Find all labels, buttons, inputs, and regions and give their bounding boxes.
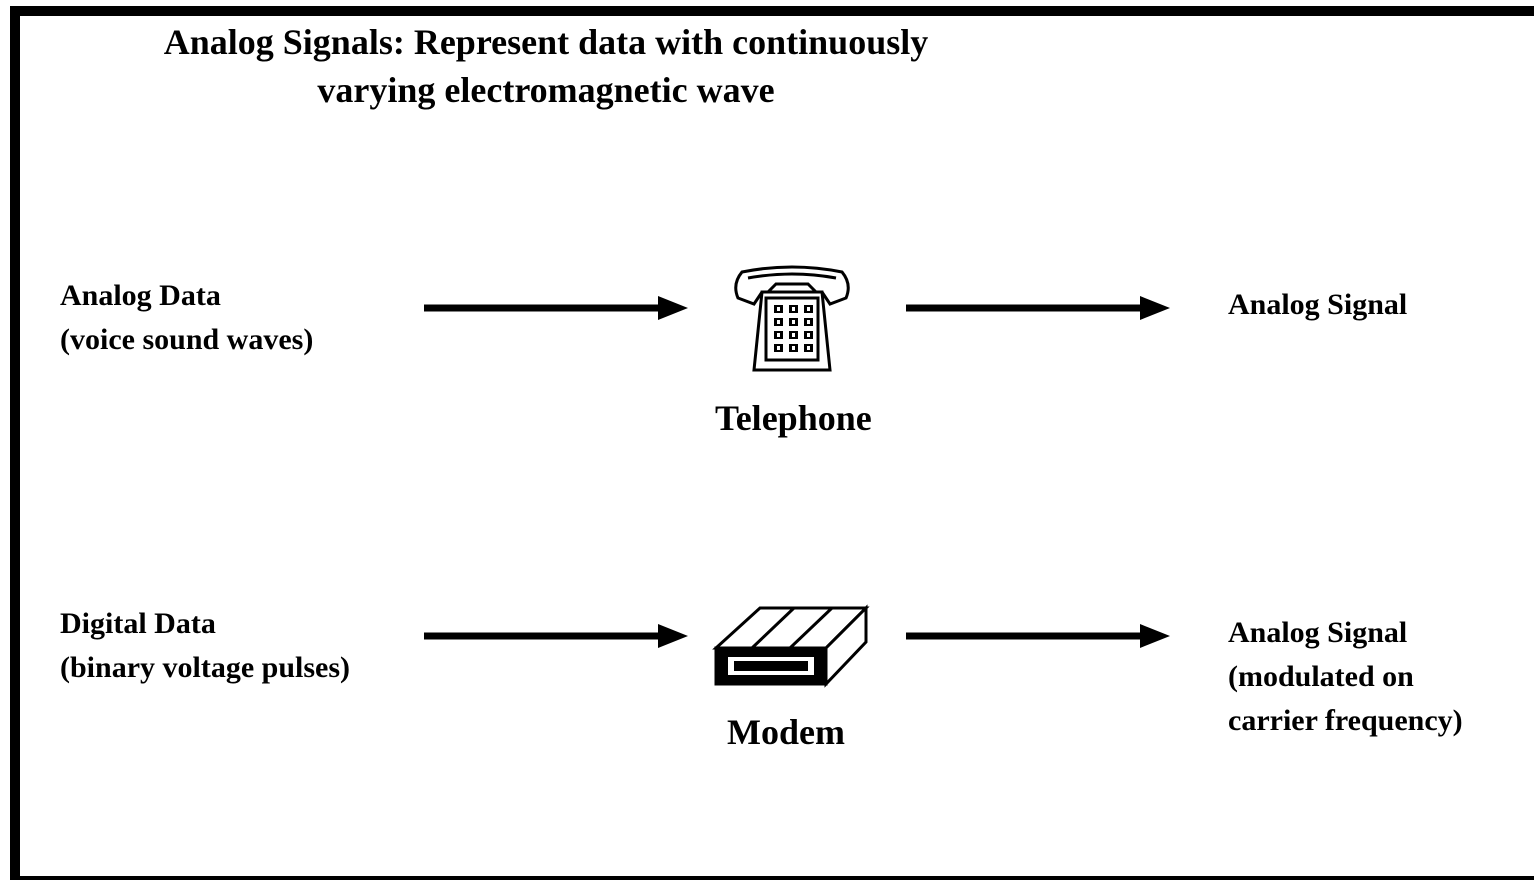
title-line-1: Analog Signals: Represent data with cont… bbox=[163, 22, 929, 62]
analog-signal-label-1: Analog Signal bbox=[1228, 283, 1407, 327]
analog-signal-desc-2a: (modulated on bbox=[1228, 660, 1414, 693]
analog-signal-desc-2b: carrier frequency) bbox=[1228, 704, 1463, 737]
arrow-telephone-to-analog-signal bbox=[906, 296, 1170, 320]
analog-signal-title-1: Analog Signal bbox=[1228, 288, 1408, 321]
digital-data-title: Digital Data bbox=[60, 607, 216, 640]
arrow-digital-data-to-modem bbox=[424, 624, 688, 648]
digital-data-label: Digital Data (binary voltage pulses) bbox=[60, 602, 350, 690]
analog-signal-title-2: Analog Signal bbox=[1228, 616, 1408, 649]
analog-signal-label-2: Analog Signal (modulated on carrier freq… bbox=[1228, 611, 1463, 743]
modem-label: Modem bbox=[727, 712, 845, 752]
arrow-modem-to-analog-signal bbox=[906, 624, 1170, 648]
analog-data-label: Analog Data (voice sound waves) bbox=[60, 274, 313, 362]
analog-data-desc: (voice sound waves) bbox=[60, 323, 314, 356]
telephone-icon bbox=[734, 265, 850, 372]
title-line-2: varying electromagnetic wave bbox=[317, 70, 775, 110]
diagram-title: Analog Signals: Represent data with cont… bbox=[96, 18, 996, 114]
analog-data-title: Analog Data bbox=[60, 279, 221, 312]
digital-data-desc: (binary voltage pulses) bbox=[60, 651, 351, 684]
arrow-analog-data-to-telephone bbox=[424, 296, 688, 320]
diagram-frame bbox=[10, 6, 1534, 880]
telephone-label: Telephone bbox=[715, 398, 872, 438]
modem-icon bbox=[712, 604, 870, 688]
